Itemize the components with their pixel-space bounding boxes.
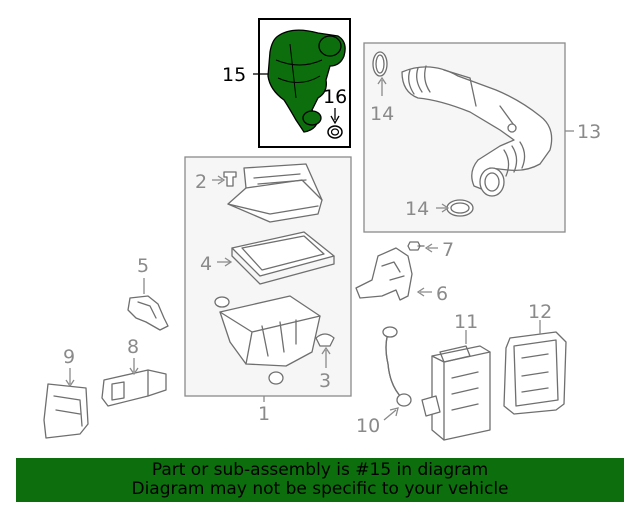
callout-15: 15 bbox=[222, 64, 246, 86]
part-8-duct[interactable] bbox=[101, 369, 167, 407]
callout-3: 3 bbox=[319, 370, 331, 392]
callout-14-lower: 14 bbox=[405, 198, 429, 220]
banner-line-2: Diagram may not be specific to your vehi… bbox=[131, 479, 509, 499]
callout-6: 6 bbox=[436, 283, 448, 305]
part-10-hose[interactable] bbox=[382, 326, 412, 407]
callout-5: 5 bbox=[137, 255, 149, 277]
callout-10: 10 bbox=[356, 415, 380, 437]
part-14-clamp-upper[interactable] bbox=[372, 51, 388, 77]
parts-diagram: 15 16 2 4 3 1 bbox=[43, 18, 601, 441]
part-13-intake-tube[interactable] bbox=[401, 65, 553, 197]
callout-8: 8 bbox=[127, 336, 139, 358]
callout-12: 12 bbox=[528, 301, 552, 323]
callout-11: 11 bbox=[454, 311, 478, 333]
part-12-cover[interactable] bbox=[503, 331, 567, 415]
part-14-clamp-lower[interactable] bbox=[446, 199, 474, 217]
part-lower-case[interactable] bbox=[214, 295, 321, 385]
part-5-bracket[interactable] bbox=[127, 295, 169, 331]
part-7-screw[interactable] bbox=[407, 241, 425, 251]
callout-9: 9 bbox=[63, 346, 75, 368]
info-banner: Part or sub-assembly is #15 in diagram D… bbox=[16, 458, 624, 502]
part-6-sensor[interactable] bbox=[355, 247, 413, 301]
part-2-bolt[interactable] bbox=[223, 171, 237, 187]
callout-2: 2 bbox=[195, 171, 207, 193]
part-16-grommet[interactable] bbox=[327, 125, 343, 139]
part-3-mount[interactable] bbox=[315, 333, 335, 347]
callout-4: 4 bbox=[200, 253, 212, 275]
part-9-guide[interactable] bbox=[43, 383, 89, 439]
callout-16: 16 bbox=[323, 86, 347, 108]
part-11-box[interactable] bbox=[421, 345, 491, 441]
callout-1: 1 bbox=[258, 403, 270, 425]
callout-14-upper: 14 bbox=[370, 103, 394, 125]
part-cover[interactable] bbox=[227, 163, 323, 223]
callout-13: 13 bbox=[577, 121, 601, 143]
banner-line-1: Part or sub-assembly is #15 in diagram bbox=[151, 460, 489, 480]
callout-7: 7 bbox=[442, 239, 454, 261]
part-4-filter[interactable] bbox=[231, 231, 335, 285]
part-15-resonator[interactable] bbox=[267, 29, 346, 133]
